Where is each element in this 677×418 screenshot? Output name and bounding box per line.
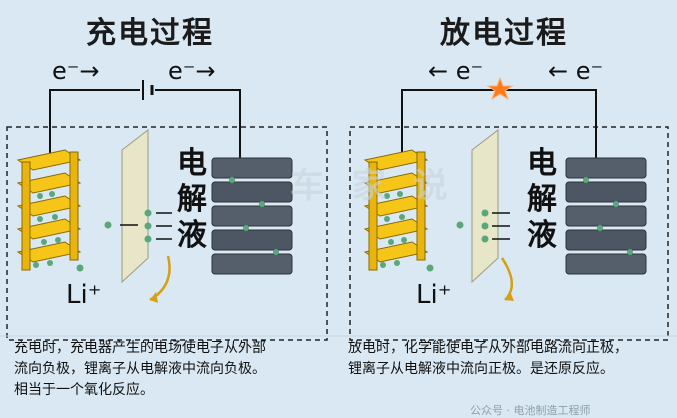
watermark: 车 家 说 bbox=[290, 166, 456, 206]
discharge-title: 放电过程 bbox=[440, 16, 568, 51]
charge-panel bbox=[6, 126, 328, 341]
charge-electron-left: e⁻→ bbox=[52, 57, 100, 85]
charge-ion-label: Li⁺ bbox=[66, 280, 102, 310]
footer-credit: 公众号 · 电池制造工程师 bbox=[470, 404, 591, 417]
discharge-panel bbox=[349, 126, 669, 341]
charge-description: 充电时，充电器产生的电场使电子从外部 流向负极，锂离子从电解液中流向负极。 相当… bbox=[14, 340, 266, 398]
charge-cathode bbox=[16, 149, 82, 271]
discharge-ion-label: Li⁺ bbox=[416, 280, 452, 310]
discharge-electrolyte-label: 电 解 液 bbox=[527, 146, 557, 253]
charge-wire-right bbox=[155, 89, 241, 158]
charge-anode bbox=[211, 157, 293, 275]
discharge-anode bbox=[565, 157, 647, 275]
discharge-separator bbox=[471, 128, 499, 284]
discharge-description: 放电时，化学能使电子从外部电路流向正极， 锂离子从电解液中流向正极。是还原反应。 bbox=[348, 340, 628, 377]
charge-wire bbox=[49, 89, 140, 155]
charge-curved-arrow bbox=[149, 255, 171, 302]
discharge-cathode bbox=[363, 149, 429, 271]
discharge-electron-right: ← e⁻ bbox=[548, 57, 604, 85]
discharge-wire bbox=[401, 89, 597, 160]
discharge-electron-left: ← e⁻ bbox=[428, 57, 484, 85]
charge-title: 充电过程 bbox=[86, 16, 214, 51]
star-icon bbox=[486, 76, 514, 101]
charge-electrolyte-label: 电 解 液 bbox=[177, 146, 207, 253]
charge-separator bbox=[121, 128, 149, 284]
charge-electron-right: e⁻→ bbox=[168, 57, 216, 85]
